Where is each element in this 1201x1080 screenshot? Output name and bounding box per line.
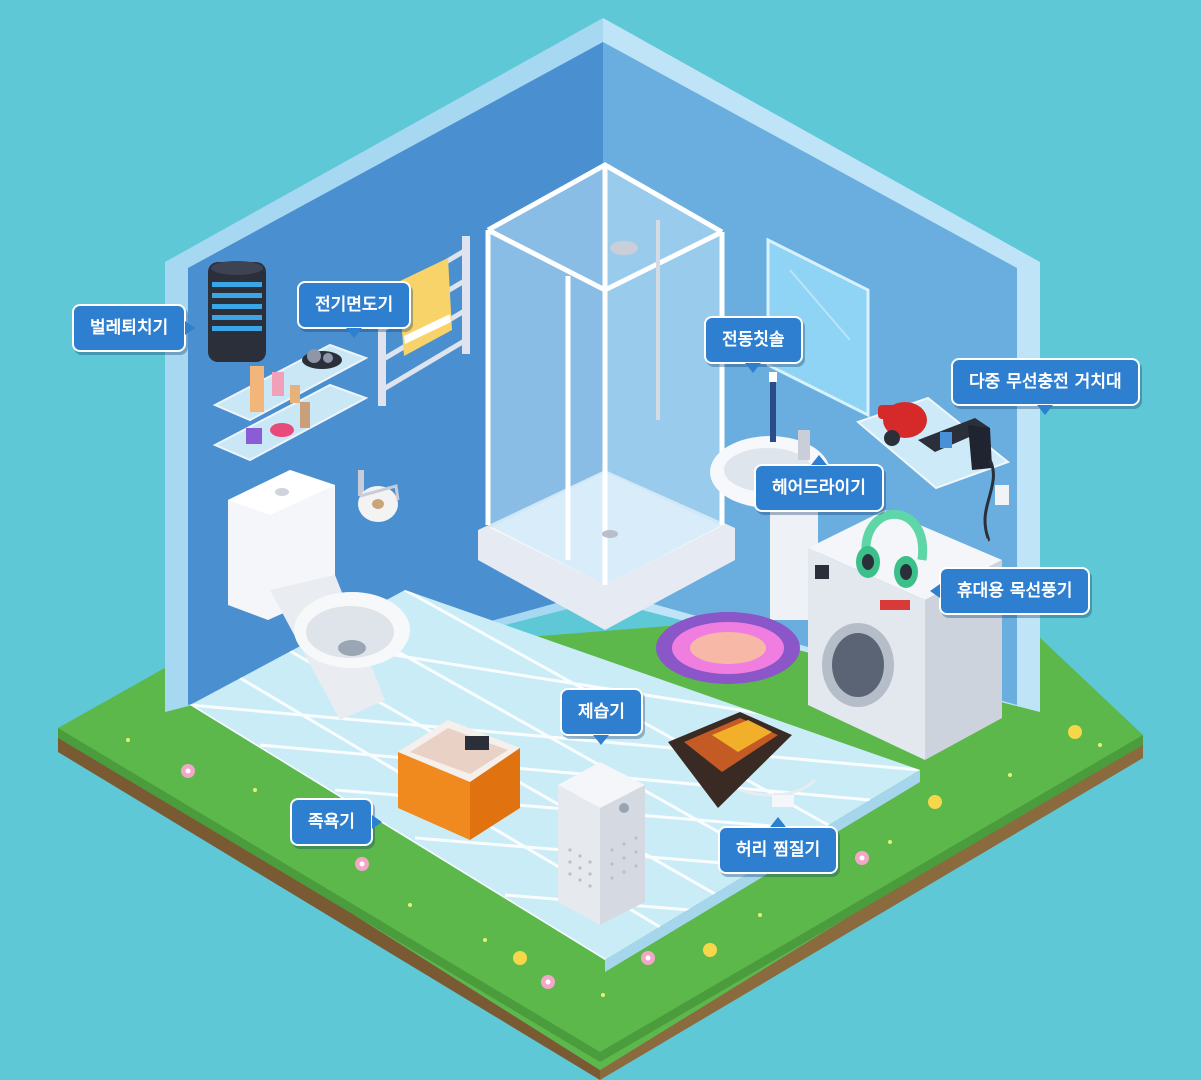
electric-shaver-label[interactable]: 전기면도기 [297,281,412,338]
shaver-icon [302,349,342,369]
foot-bath-icon [398,720,520,840]
toilet-icon [228,470,410,720]
foot-bath-label[interactable]: 족욕기 [290,798,382,846]
portable-neck-fan-label[interactable]: 휴대용 목선풍기 [929,567,1091,615]
bug-repeller-icon [208,261,266,362]
toilet-paper-icon [358,470,400,522]
dehumidifier-label[interactable]: 제습기 [560,688,643,745]
heating-pad-icon [668,712,817,808]
neck-fan-icon [856,509,928,588]
bug-repeller-label[interactable]: 벌레퇴치기 [72,304,196,352]
waist-heating-pad-label[interactable]: 허리 찜질기 [718,817,839,874]
flowers [126,725,1102,997]
wireless-charger-icon [918,418,1009,542]
multi-wireless-charger-label[interactable]: 다중 무선충전 거치대 [951,358,1140,415]
dehumidifier-icon [558,762,645,925]
hair-dryer-icon [878,402,927,446]
bath-mat-icon [656,612,800,684]
shower-booth-icon [478,162,735,630]
electric-toothbrush-label[interactable]: 전동칫솔 [704,316,803,373]
hair-dryer-label[interactable]: 헤어드라이기 [754,455,884,512]
